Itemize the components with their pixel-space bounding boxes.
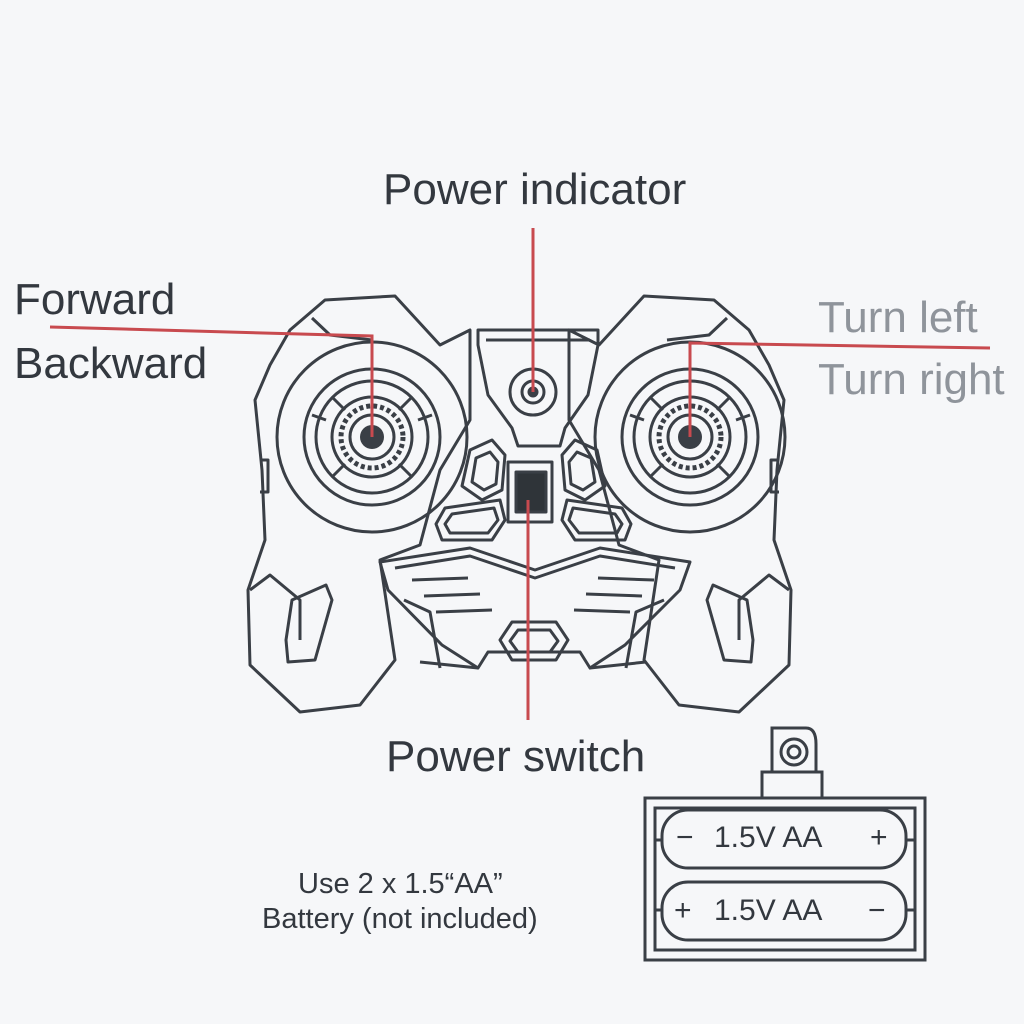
label-backward: Backward: [14, 339, 208, 388]
cell-top-label: 1.5V AA: [714, 821, 823, 854]
connector-plug-icon: [760, 726, 824, 800]
leader-line-forward-backward: [49, 325, 374, 437]
left-button-cluster: [434, 438, 507, 542]
left-joystick-icon: [275, 340, 469, 534]
label-turn-left: Turn left: [818, 293, 978, 342]
right-button-cluster: [560, 438, 633, 542]
label-power-switch: Power switch: [386, 732, 646, 781]
grip-vents-right: [573, 576, 655, 614]
bottom-grip-shield: [378, 546, 692, 670]
grip-ridges: [403, 598, 665, 670]
cell-top-left-sign: −: [676, 821, 694, 854]
leader-line-turn: [688, 341, 991, 437]
label-forward: Forward: [14, 275, 176, 324]
battery-note-line2: Battery (not included): [262, 903, 538, 935]
leader-lines: [49, 228, 991, 720]
cell-bottom-right-sign: −: [868, 894, 886, 927]
cell-bottom-label: 1.5V AA: [714, 894, 823, 927]
cell-top-right-sign: +: [870, 821, 888, 854]
left-wing: [246, 294, 472, 714]
cell-bottom-left-sign: +: [674, 894, 692, 927]
battery-note-line1: Use 2 x 1.5“AA”: [298, 868, 503, 900]
label-power-indicator: Power indicator: [383, 165, 687, 214]
center-top-panel: [476, 328, 600, 448]
label-turn-right: Turn right: [818, 355, 1005, 404]
power-switch-icon: [506, 460, 554, 524]
grip-vents-left: [411, 576, 493, 614]
battery-pack-icon: [643, 726, 927, 962]
